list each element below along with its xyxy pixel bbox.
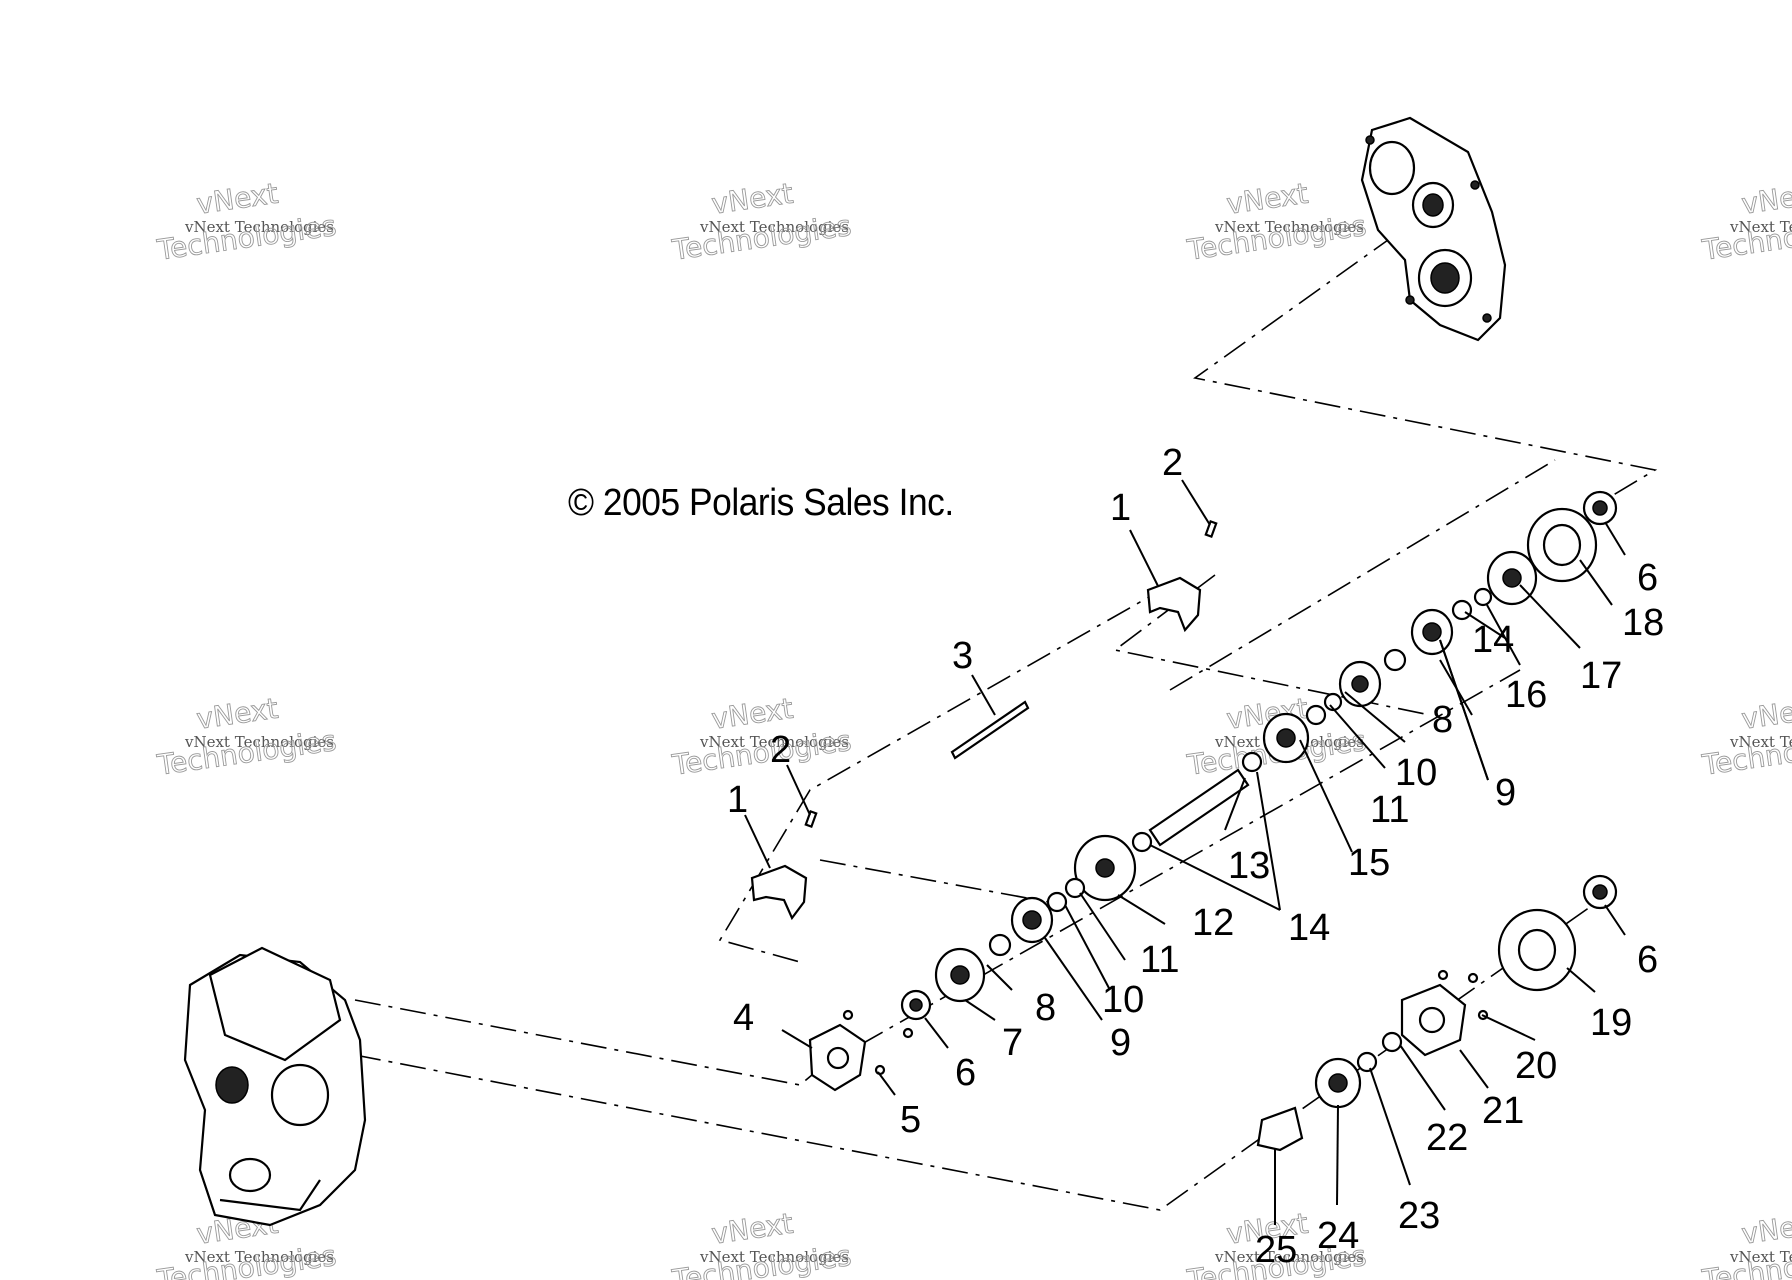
callout-22: 22 <box>1426 1117 1468 1159</box>
callout-24: 24 <box>1317 1215 1359 1257</box>
callout-18: 18 <box>1622 602 1664 644</box>
callout-9: 9 <box>1495 772 1516 814</box>
callout-21: 21 <box>1482 1090 1524 1132</box>
svg-text:vNext Technologies: vNext Technologies <box>1729 733 1792 751</box>
callout-6: 6 <box>955 1052 976 1094</box>
svg-text:vNext: vNext <box>195 177 281 221</box>
lower-shaft-parts <box>1256 874 1618 1152</box>
callout-20: 20 <box>1515 1045 1557 1087</box>
transmission-cover <box>1360 116 1507 342</box>
svg-text:vNext: vNext <box>1225 177 1311 221</box>
svg-text:vNext Technologies: vNext Technologies <box>699 733 849 751</box>
svg-text:vNext: vNext <box>710 177 796 221</box>
callout-16: 16 <box>1505 674 1547 716</box>
callout-4: 4 <box>733 997 754 1039</box>
svg-text:vNext Technologies: vNext Technologies <box>184 733 334 751</box>
svg-text:vNext Technologies: vNext Technologies <box>184 1248 334 1266</box>
svg-text:vNext Technologies: vNext Technologies <box>1214 1248 1364 1266</box>
svg-text:vNext Technologies: vNext Technologies <box>1729 218 1792 236</box>
callout-6: 6 <box>1637 939 1658 981</box>
svg-text:vNext: vNext <box>1740 177 1792 221</box>
callout-25: 25 <box>1255 1229 1297 1271</box>
callout-12: 12 <box>1192 902 1234 944</box>
callout-10: 10 <box>1395 752 1437 794</box>
shift-forks <box>750 519 1218 921</box>
svg-text:vNext: vNext <box>1740 692 1792 736</box>
callout-6: 6 <box>1637 557 1658 599</box>
callout-2: 2 <box>1162 442 1183 484</box>
callout-14: 14 <box>1472 619 1514 661</box>
svg-text:vNext: vNext <box>1740 1207 1792 1251</box>
callout-19: 19 <box>1590 1002 1632 1044</box>
callout-23: 23 <box>1398 1195 1440 1237</box>
callout-8: 8 <box>1035 987 1056 1029</box>
svg-text:Technologies: Technologies <box>670 1239 854 1280</box>
callout-17: 17 <box>1580 655 1622 697</box>
callout-1: 1 <box>727 779 748 821</box>
callout-11: 11 <box>1140 939 1179 981</box>
callout-5: 5 <box>900 1099 921 1141</box>
svg-text:vNext: vNext <box>195 692 281 736</box>
callout-labels: 1 1 2 2 3 4 5 6 6 6 7 8 8 9 9 10 10 11 1… <box>727 442 1664 1271</box>
leader-lines <box>744 479 1626 1225</box>
svg-text:vNext: vNext <box>710 1207 796 1251</box>
upper-shaft-parts <box>808 490 1618 1092</box>
transmission-housing <box>183 946 367 1227</box>
svg-text:vNext Technologies: vNext Technologies <box>1729 1248 1792 1266</box>
svg-text:vNext Technologies: vNext Technologies <box>1214 218 1364 236</box>
svg-text:vNext Technologies: vNext Technologies <box>699 1248 849 1266</box>
copyright-notice: © 2005 Polaris Sales Inc. <box>568 482 954 524</box>
callout-8: 8 <box>1432 699 1453 741</box>
svg-text:vNext Technologies: vNext Technologies <box>184 218 334 236</box>
callout-15: 15 <box>1348 842 1390 884</box>
callout-9: 9 <box>1110 1022 1131 1064</box>
callout-1: 1 <box>1110 487 1131 529</box>
callout-10: 10 <box>1102 979 1144 1021</box>
callout-3: 3 <box>952 635 973 677</box>
svg-text:Technologies: Technologies <box>155 1239 339 1280</box>
callout-11: 11 <box>1370 789 1409 831</box>
callout-7: 7 <box>1002 1022 1023 1064</box>
callout-13: 13 <box>1228 845 1270 887</box>
svg-text:vNext Technologies: vNext Technologies <box>699 218 849 236</box>
callout-14: 14 <box>1288 907 1330 949</box>
callout-2: 2 <box>770 729 791 771</box>
